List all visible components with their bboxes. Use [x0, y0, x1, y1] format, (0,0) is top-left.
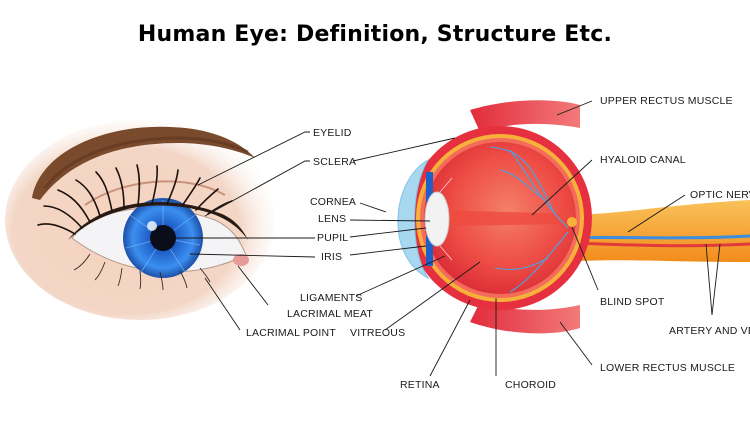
label-retina: RETINA — [400, 379, 440, 391]
eyebrow-shading — [43, 136, 249, 189]
label-lower-rectus-muscle: LOWER RECTUS MUSCLE — [600, 362, 735, 374]
label-lacrimal-meat: LACRIMAL MEAT — [287, 308, 373, 320]
iris-lower-band — [426, 236, 433, 266]
label-iris: IRIS — [321, 251, 342, 263]
pupil — [150, 225, 176, 251]
optic-nerve-blue-vessel — [564, 234, 750, 240]
label-lacrimal-point: LACRIMAL POINT — [246, 327, 336, 339]
page-title: Human Eye: Definition, Structure Etc. — [137, 22, 613, 47]
label-choroid: CHOROID — [505, 379, 556, 391]
upper-eyelid — [68, 201, 248, 240]
lower-lashes — [73, 253, 211, 291]
labels: EYELID SCLERA CORNEA LENS PUPIL IRIS LIG… — [246, 95, 750, 391]
label-cornea: CORNEA — [310, 196, 356, 208]
eyelid-crease — [84, 180, 226, 206]
iris-upper-band — [426, 172, 433, 202]
lacrimal-caruncle — [233, 254, 249, 266]
blind-spot — [567, 217, 577, 227]
label-artery-and-vein: ARTERY AND VEIN — [669, 325, 750, 337]
label-hyaloid-canal: HYALOID CANAL — [600, 154, 686, 166]
label-ligaments: LIGAMENTS — [300, 292, 362, 304]
lens-shape — [424, 191, 450, 247]
label-vitreous: VITREOUS — [350, 327, 405, 339]
label-blind-spot: BLIND SPOT — [600, 296, 665, 308]
label-optic-nerve: OPTIC NERVE — [690, 189, 750, 201]
eye-cross-section — [397, 100, 750, 334]
label-pupil: PUPIL — [317, 232, 348, 244]
eyelashes — [37, 164, 233, 235]
label-eyelid: EYELID — [313, 127, 352, 139]
label-sclera: SCLERA — [313, 156, 356, 168]
upper-rectus-muscle-shape — [470, 100, 580, 132]
leader-lines — [175, 100, 721, 377]
ciliary-ligaments — [439, 177, 453, 261]
eye-highlight — [147, 221, 157, 231]
external-eye-illustration — [5, 120, 275, 320]
eyebrow — [32, 126, 255, 200]
hyaloid-canal-band — [440, 210, 572, 226]
label-upper-rectus-muscle: UPPER RECTUS MUSCLE — [600, 95, 733, 107]
label-lens: LENS — [318, 213, 346, 225]
retinal-vessels — [489, 146, 569, 293]
